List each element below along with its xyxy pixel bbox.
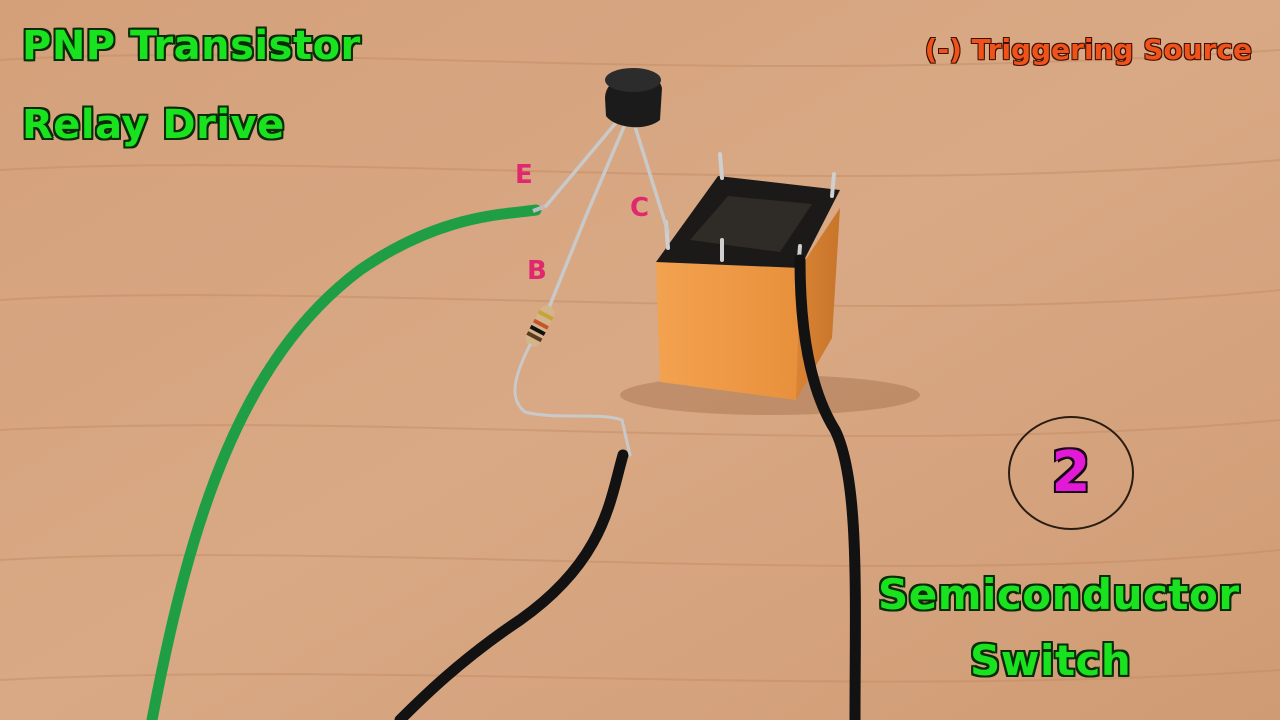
resistor	[525, 305, 555, 347]
resistor-lead	[513, 343, 632, 457]
green-wire	[146, 204, 542, 720]
step-number: 2	[1051, 440, 1091, 505]
emitter-pin-label: E	[515, 160, 533, 190]
title-line-2: Relay Drive	[22, 102, 285, 148]
black-wire-relay	[794, 254, 861, 720]
relay	[656, 152, 840, 400]
switch-label-line-2: Switch	[970, 636, 1132, 685]
relay-front-face	[656, 262, 800, 400]
transistor-legs	[544, 116, 670, 312]
green-wire-tip	[532, 204, 547, 213]
relay-top-highlight	[690, 196, 812, 252]
collector-pin-label: C	[630, 193, 650, 223]
step-number-circle: 2	[1008, 416, 1134, 530]
black-wire-trigger	[394, 449, 629, 720]
title-line-1: PNP Transistor	[22, 23, 361, 69]
base-pin-label: B	[527, 256, 547, 286]
switch-label-line-1: Semiconductor	[878, 570, 1240, 619]
transistor	[605, 68, 662, 128]
trigger-source-label: (-) Triggering Source	[924, 33, 1252, 66]
wood-grain	[0, 49, 1280, 683]
